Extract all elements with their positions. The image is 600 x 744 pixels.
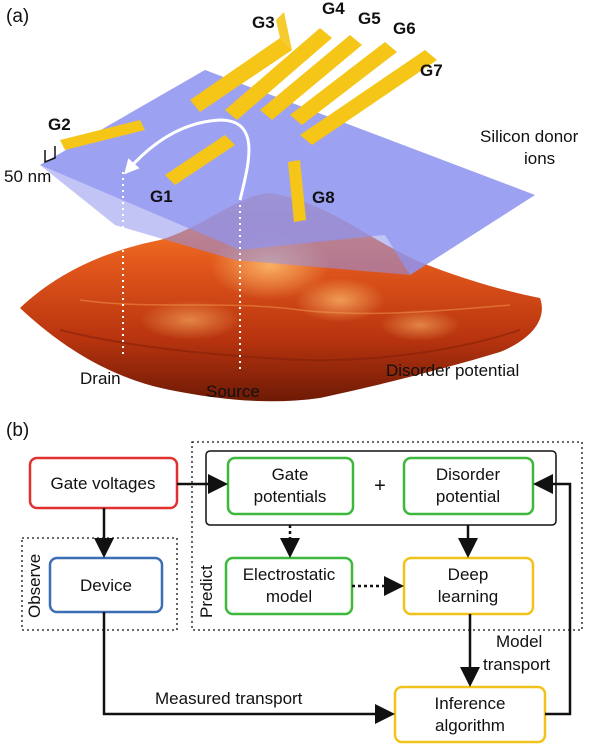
gate-g1 xyxy=(165,135,235,185)
deep-learning-box xyxy=(402,556,535,616)
deep-learning-text-2: learning xyxy=(438,587,499,606)
source-label: Source xyxy=(206,382,260,401)
label-g4: G4 xyxy=(322,0,345,18)
potentials-enclosure xyxy=(205,450,557,526)
gate-electrodes xyxy=(60,12,437,222)
label-g1: G1 xyxy=(150,187,173,206)
plus-sign: + xyxy=(374,475,386,497)
predict-group xyxy=(191,441,583,631)
scale-bar xyxy=(44,146,56,164)
panel-a-label: (a) xyxy=(6,6,29,27)
drain-label: Drain xyxy=(80,369,121,388)
disorder-potential-text-2: potential xyxy=(436,487,500,506)
panel-b-label: (b) xyxy=(6,420,29,441)
gate-voltages-text: Gate voltages xyxy=(51,474,156,493)
label-g6: G6 xyxy=(393,19,416,38)
current-arrow xyxy=(124,118,251,201)
donor-label-1: Silicon donor xyxy=(480,127,579,146)
gate-g6 xyxy=(290,42,397,125)
device-box xyxy=(48,556,164,614)
arrow-device-to-inference xyxy=(102,612,395,724)
device-text: Device xyxy=(80,576,132,595)
disorder-potential-text-1: Disorder xyxy=(436,465,501,484)
gate-g8 xyxy=(288,160,306,222)
scale-label: 50 nm xyxy=(4,167,51,186)
label-g3: G3 xyxy=(252,13,275,32)
electrostatic-text-2: model xyxy=(266,587,312,606)
label-g8: G8 xyxy=(312,188,335,207)
measured-transport-text: Measured transport xyxy=(155,689,303,708)
gate-potentials-text-1: Gate xyxy=(272,465,309,484)
label-g7: G7 xyxy=(420,61,443,80)
deep-learning-text-1: Deep xyxy=(448,565,489,584)
model-transport-text-1: Model xyxy=(496,632,542,651)
gate-g4 xyxy=(225,28,332,120)
donor-label-2: ions xyxy=(524,149,555,168)
gate-g3 xyxy=(190,38,292,112)
observe-label: Observe xyxy=(25,554,44,618)
observe-group xyxy=(21,537,178,631)
gate-g2 xyxy=(60,120,145,150)
predict-label: Predict xyxy=(197,565,216,618)
inference-text-1: Inference xyxy=(435,694,506,713)
gate-g7 xyxy=(300,50,437,145)
electrostatic-text-1: Electrostatic xyxy=(243,565,336,584)
disorder-label: Disorder potential xyxy=(386,361,519,380)
gate-potentials-text-2: potentials xyxy=(254,487,327,506)
model-transport-text-2: transport xyxy=(483,655,550,674)
label-g2: G2 xyxy=(48,115,71,134)
gate-potentials-box xyxy=(226,456,355,516)
arrow-inference-to-disorder xyxy=(533,474,572,716)
inference-text-2: algorithm xyxy=(435,716,505,735)
label-g5: G5 xyxy=(358,9,381,28)
gate-g5 xyxy=(260,35,362,120)
